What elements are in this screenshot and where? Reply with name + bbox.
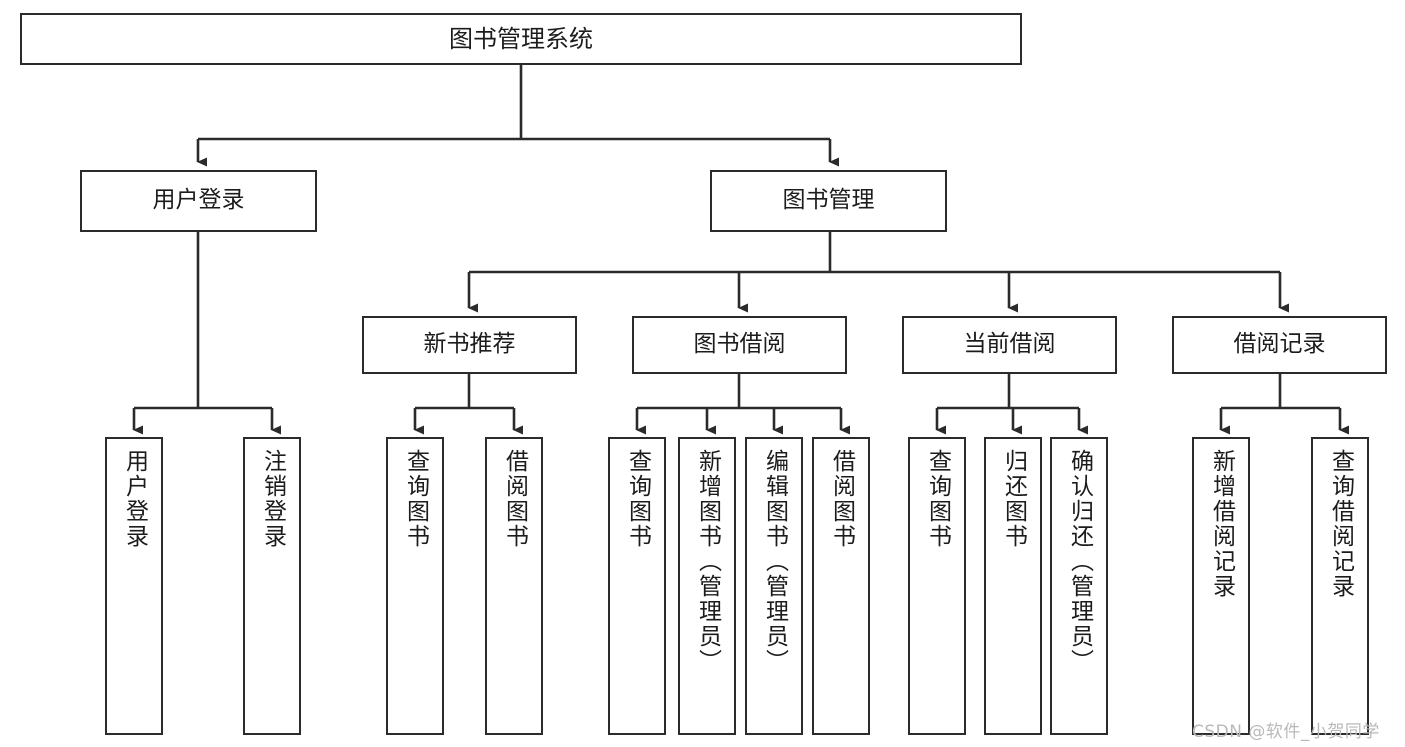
node-current-borrow[interactable]: 当前借阅 bbox=[902, 316, 1117, 374]
node-leaf-query-borrow-record-label: 查询借阅记录 bbox=[1327, 449, 1354, 599]
node-leaf-query-book-3[interactable]: 查询图书 bbox=[908, 437, 966, 735]
node-leaf-borrow-book-2-label: 借阅图书 bbox=[828, 449, 855, 549]
node-new-book-recommend-label: 新书推荐 bbox=[423, 331, 516, 358]
node-leaf-edit-book-admin-label: 编辑图书（管理员） bbox=[761, 449, 788, 674]
node-leaf-query-book-2[interactable]: 查询图书 bbox=[608, 437, 666, 735]
node-borrow-record[interactable]: 借阅记录 bbox=[1172, 316, 1387, 374]
node-leaf-logout-login[interactable]: 注销登录 bbox=[243, 437, 301, 735]
node-leaf-edit-book-admin[interactable]: 编辑图书（管理员） bbox=[745, 437, 803, 735]
watermark: CSDN @软件_小贺同学 bbox=[1192, 722, 1380, 742]
node-leaf-confirm-return-admin[interactable]: 确认归还（管理员） bbox=[1050, 437, 1108, 735]
node-leaf-return-book[interactable]: 归还图书 bbox=[984, 437, 1042, 735]
node-leaf-query-borrow-record[interactable]: 查询借阅记录 bbox=[1311, 437, 1369, 735]
node-user-login-label: 用户登录 bbox=[152, 187, 245, 214]
node-leaf-user-login-label: 用户登录 bbox=[121, 449, 148, 549]
node-leaf-return-book-label: 归还图书 bbox=[1000, 449, 1027, 549]
node-book-borrow[interactable]: 图书借阅 bbox=[632, 316, 847, 374]
node-leaf-add-borrow-record[interactable]: 新增借阅记录 bbox=[1192, 437, 1250, 735]
node-leaf-query-book-2-label: 查询图书 bbox=[624, 449, 651, 549]
node-leaf-add-book-admin[interactable]: 新增图书（管理员） bbox=[678, 437, 736, 735]
node-leaf-query-book-1[interactable]: 查询图书 bbox=[386, 437, 444, 735]
node-borrow-record-label: 借阅记录 bbox=[1233, 331, 1326, 358]
node-leaf-confirm-return-admin-label: 确认归还（管理员） bbox=[1066, 449, 1093, 674]
node-book-management[interactable]: 图书管理 bbox=[710, 170, 947, 232]
node-leaf-borrow-book-1-label: 借阅图书 bbox=[501, 449, 528, 549]
node-leaf-add-book-admin-label: 新增图书（管理员） bbox=[694, 449, 721, 674]
node-leaf-query-book-3-label: 查询图书 bbox=[924, 449, 951, 549]
node-user-login[interactable]: 用户登录 bbox=[80, 170, 317, 232]
node-book-borrow-label: 图书借阅 bbox=[693, 331, 786, 358]
node-leaf-user-login[interactable]: 用户登录 bbox=[105, 437, 163, 735]
node-leaf-borrow-book-2[interactable]: 借阅图书 bbox=[812, 437, 870, 735]
node-new-book-recommend[interactable]: 新书推荐 bbox=[362, 316, 577, 374]
node-root-label: 图书管理系统 bbox=[449, 24, 593, 53]
node-root[interactable]: 图书管理系统 bbox=[20, 13, 1022, 65]
node-book-management-label: 图书管理 bbox=[782, 187, 875, 214]
node-current-borrow-label: 当前借阅 bbox=[963, 331, 1056, 358]
node-leaf-add-borrow-record-label: 新增借阅记录 bbox=[1208, 449, 1235, 599]
node-leaf-logout-login-label: 注销登录 bbox=[259, 449, 286, 549]
node-leaf-borrow-book-1[interactable]: 借阅图书 bbox=[485, 437, 543, 735]
node-leaf-query-book-1-label: 查询图书 bbox=[402, 449, 429, 549]
